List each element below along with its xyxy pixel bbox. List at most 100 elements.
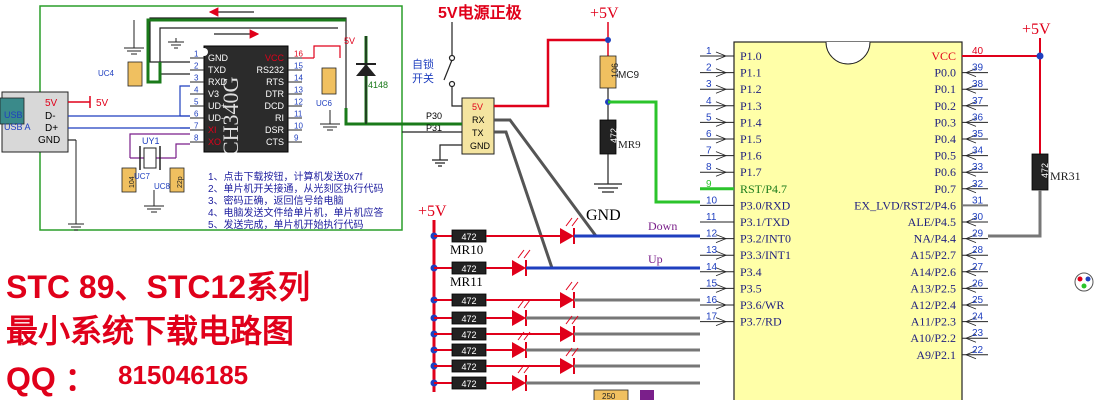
usb-connector bbox=[0, 91, 190, 220]
ch340-cap-uc6 bbox=[321, 67, 337, 95]
led-up-label: Up bbox=[648, 252, 663, 266]
title-line-2: 最小系统下载电路图 bbox=[6, 313, 295, 349]
mcu-pin-name: VCC bbox=[931, 49, 956, 63]
crystal-label: UY1 bbox=[142, 136, 160, 146]
header-pin-tx: TX bbox=[472, 128, 484, 138]
mcu-pin-name: P1.7 bbox=[740, 165, 762, 179]
usb-pin-gnd: GND bbox=[38, 135, 60, 146]
mcu-pin-num: 16 bbox=[706, 295, 718, 306]
reset-ground bbox=[594, 183, 622, 193]
mcu-pin-num: 27 bbox=[972, 262, 984, 273]
header-p31: P31 bbox=[426, 123, 442, 133]
mcu-pin-name: P1.1 bbox=[740, 66, 762, 80]
ground-symbols bbox=[68, 20, 340, 231]
ch340-pin-num: 11 bbox=[294, 110, 303, 119]
mcu-pin-name: P1.6 bbox=[740, 149, 762, 163]
mcu-pin-name: P0.7 bbox=[934, 182, 956, 196]
ch340-pin-name: XO bbox=[208, 137, 221, 147]
mcu-pin-num: 3 bbox=[706, 79, 712, 90]
led-res-value: 472 bbox=[461, 379, 476, 389]
ch340-cap-uc8 bbox=[169, 167, 185, 193]
led-res-value: 472 bbox=[461, 330, 476, 340]
usb-pin-dm: D- bbox=[45, 111, 56, 122]
reset-gnd-label: GND bbox=[586, 207, 621, 224]
led-icon bbox=[560, 326, 574, 342]
mcu-pin-num: 35 bbox=[972, 129, 984, 140]
power-switch bbox=[443, 22, 456, 100]
note-line: 5、发送完成，单片机开始执行代码 bbox=[208, 218, 364, 231]
mcu-pin-num: 2 bbox=[706, 63, 712, 74]
mcu-pin-name: P1.3 bbox=[740, 99, 762, 113]
download-steps-notes: 1、点击下载按钮，计算机发送0x7f2、单片机开关接通，从光刻区执行代码3、密码… bbox=[208, 170, 384, 231]
mcu-pin-name: P3.2/INT0 bbox=[740, 232, 791, 246]
mcu-plus5v: +5V bbox=[1022, 21, 1051, 38]
mcu-pin-name: P0.5 bbox=[934, 149, 956, 163]
ch340-pin-num: 13 bbox=[294, 86, 303, 95]
header-pin-5v: 5V bbox=[472, 102, 483, 112]
led-icon bbox=[512, 375, 526, 391]
mcu-pin-name: P3.6/WR bbox=[740, 298, 784, 312]
led-plus5v: +5V bbox=[418, 203, 447, 220]
mcu-pin-num: 6 bbox=[706, 129, 712, 140]
mcu-pin-num: 1 bbox=[706, 46, 712, 57]
cap-value-2: 22p bbox=[177, 176, 184, 188]
ch340-pin-name: RTS bbox=[266, 77, 284, 87]
ch340-pin-num: 14 bbox=[294, 74, 303, 83]
ch340-net-5v: 5V bbox=[344, 36, 355, 46]
note-line: 2、单片机开关接通，从光刻区执行代码 bbox=[208, 182, 384, 195]
power-title: 5V电源正极 bbox=[438, 3, 523, 22]
mcu-pin-name: P0.2 bbox=[934, 99, 956, 113]
note-line: 1、点击下载按钮，计算机发送0x7f bbox=[208, 170, 363, 183]
header-wiring bbox=[402, 38, 608, 167]
mcu-pin-num: 17 bbox=[706, 312, 718, 323]
ch340-pin-name: RS232 bbox=[256, 65, 284, 75]
reset-cap-value: 106 bbox=[610, 63, 620, 78]
switch-label-2: 开关 bbox=[412, 71, 434, 85]
mcu-pin-name: A10/P2.2 bbox=[910, 331, 956, 345]
mcu-pin-name: P3.4 bbox=[740, 265, 762, 279]
led-res-value: 472 bbox=[461, 314, 476, 324]
led-icon bbox=[512, 260, 526, 276]
mcu-pin-num: 8 bbox=[706, 162, 712, 173]
mcu-pin-name: A14/P2.6 bbox=[910, 265, 956, 279]
header-p30: P30 bbox=[426, 111, 442, 121]
mcu-pin-num: 31 bbox=[972, 195, 984, 206]
diode-4148 bbox=[356, 36, 376, 124]
serial-header bbox=[461, 97, 495, 155]
mcu-pin-num: 34 bbox=[972, 146, 984, 157]
ch340-pin-name: DSR bbox=[265, 125, 285, 135]
usb-net-5v: 5V bbox=[96, 98, 109, 109]
color-wheel-icon bbox=[1074, 272, 1094, 292]
ch340-wiring bbox=[129, 17, 347, 159]
usb-pin-dp: D+ bbox=[45, 123, 58, 134]
bottom-res-value: 250 bbox=[602, 392, 616, 400]
note-line: 4、电脑发送文件给单片机，单片机应答 bbox=[208, 206, 384, 219]
mcu-pin-num: 25 bbox=[972, 295, 984, 306]
mcu-pin-num: 9 bbox=[706, 179, 712, 190]
led-res-value: 472 bbox=[461, 264, 476, 274]
cap-uc6-label: UC6 bbox=[316, 99, 333, 108]
mcu-pin-num: 36 bbox=[972, 112, 984, 123]
mcu-pin-name: P0.4 bbox=[934, 132, 956, 146]
cap-uc4-label: UC4 bbox=[98, 69, 115, 78]
mcu-pin-name: P0.1 bbox=[934, 82, 956, 96]
cap-uc7-label: UC7 bbox=[134, 172, 151, 181]
mcu-pin-name: P3.1/TXD bbox=[740, 215, 790, 229]
ch340-pin-num: 8 bbox=[194, 134, 199, 143]
ch340-pin-name: XI bbox=[208, 125, 217, 135]
mcu-res-value: 472 bbox=[1040, 163, 1050, 178]
mcu-pin-name: P1.5 bbox=[740, 132, 762, 146]
power-plus5v: +5V bbox=[590, 5, 619, 22]
note-line: 3、密码正确，返回信号给电脑 bbox=[208, 194, 344, 207]
ch340-pin-name: V3 bbox=[208, 89, 219, 99]
mcu-pin-name: A13/P2.5 bbox=[910, 281, 956, 295]
led-down-label: Down bbox=[648, 219, 677, 233]
ch340g-chip-marking: CH340G bbox=[218, 76, 243, 156]
mcu-pin-num: 24 bbox=[972, 312, 984, 323]
ch340-green-link bbox=[344, 36, 368, 126]
ch340-pin-num: 3 bbox=[194, 74, 199, 83]
